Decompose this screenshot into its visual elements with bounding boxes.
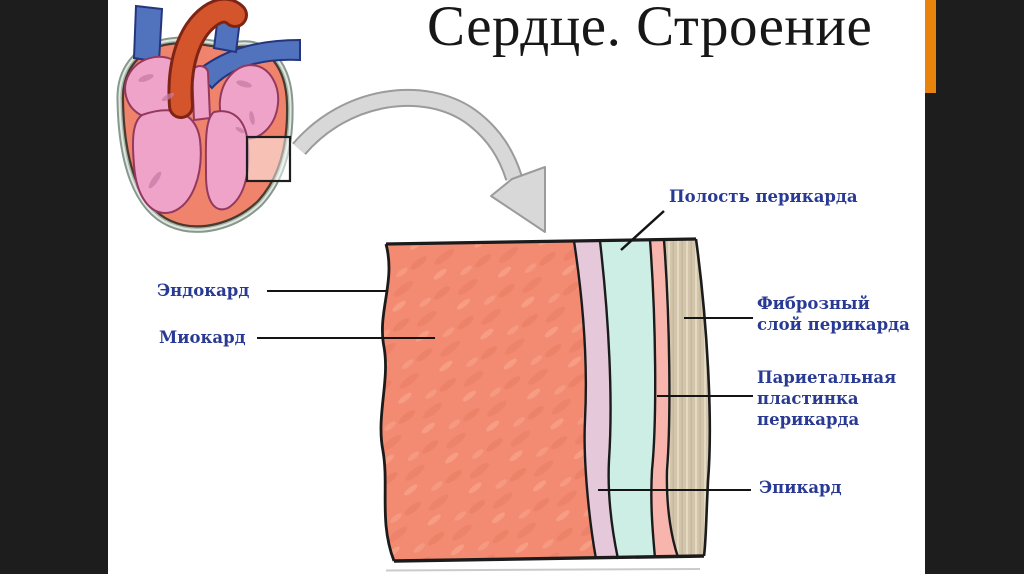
label-myocardium: Миокард [159, 328, 246, 347]
label-epicardium: Эпикард [759, 478, 842, 497]
magnifier-arrow [292, 88, 546, 233]
heart-illustration [116, 0, 301, 233]
endocardium-edge [379, 243, 396, 562]
aorta-vessel [170, 0, 245, 116]
accent-stripe [925, 0, 936, 93]
chamber-mottles [138, 74, 255, 189]
arrow-tail-outline [292, 88, 523, 181]
leader-lines [257, 210, 753, 491]
label-pericardial-cavity: Полость перикарда [669, 187, 858, 206]
arrow-tail [293, 90, 521, 181]
arrow-head [490, 166, 546, 233]
layer-boundaries [379, 237, 712, 563]
wall-cross-section [379, 237, 712, 572]
leader-cavity [620, 210, 665, 251]
left-sidebar-bar [0, 0, 108, 574]
right-sidebar-bar [925, 0, 1024, 574]
label-fibrous-layer: Фиброзный слой перикарда [757, 294, 910, 335]
wall-shadow-line [385, 568, 701, 572]
slide-title: Сердце. Строение [427, 0, 873, 58]
zoom-box [245, 135, 292, 183]
label-endocardium: Эндокард [157, 281, 250, 300]
pulmonary-artery-vessel [194, 38, 301, 90]
label-parietal-plate: Париетальная пластинка перикарда [757, 368, 897, 430]
vena-cava-vessel [132, 4, 164, 64]
